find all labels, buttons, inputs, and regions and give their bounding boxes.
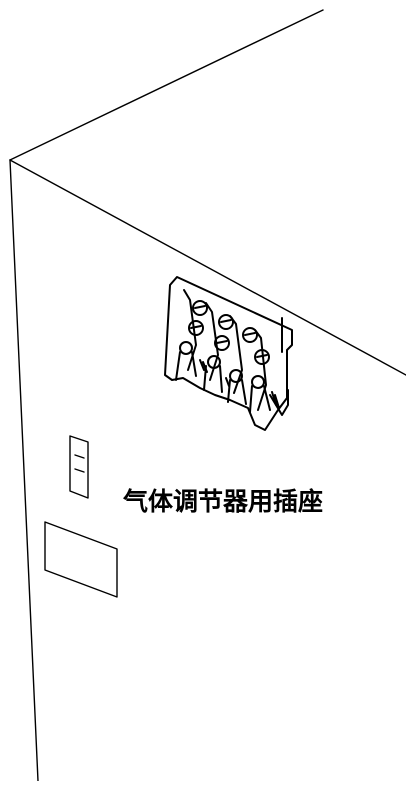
cabinet-outline xyxy=(9,9,406,782)
socket-label: 气体调节器用插座 xyxy=(123,487,324,516)
rectangular-panel xyxy=(44,521,118,598)
gas-regulator-socket xyxy=(69,435,89,499)
terminal-block xyxy=(164,276,293,431)
